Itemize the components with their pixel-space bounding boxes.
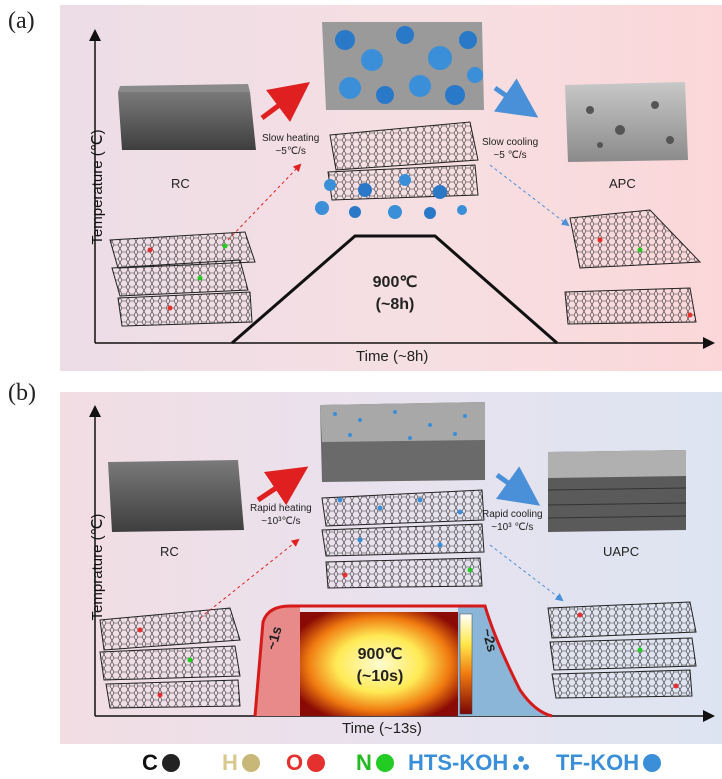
panel-b-activated-foam [320, 402, 485, 482]
panel-a-cooling-rate: Slow cooling~5 ℃/s [482, 137, 539, 161]
panel-a-activated-foam [322, 22, 484, 110]
panel-a-plateau-label: 900℃(~8h) [372, 274, 418, 313]
panel-a-heating-arrow [260, 82, 310, 122]
panel-b-heating-region [255, 606, 300, 716]
panel-b-uapc-block [547, 450, 687, 532]
panel-a-heating-dashed [227, 163, 302, 241]
panel-b-graphene-left [99, 607, 241, 709]
legend-oxygen: O [286, 750, 326, 776]
thermal-image [300, 612, 458, 716]
panel-a-graphene-right [564, 209, 702, 325]
legend-hts-koh: HTS-KOH [408, 750, 530, 776]
panel-a-cooling-dashed [489, 164, 570, 227]
panel-b-rc-block [108, 460, 244, 532]
thermal-colorbar [459, 613, 473, 715]
hydrogen-dot-icon [241, 754, 260, 772]
panel-b-heating-arrow [256, 466, 309, 506]
legend-nitrogen: N [356, 750, 394, 776]
tf-koh-dot-icon [643, 754, 662, 772]
panel-b-heating-dashed [199, 538, 300, 619]
panel-b-y-axis-label: Temprature (℃) [89, 513, 106, 621]
panel-a-rc-block [118, 84, 256, 150]
panel-a-rc-label: RC [171, 176, 190, 191]
panel-b-rc-label: RC [160, 544, 179, 559]
panel-b-plateau-label: 900℃(~10s) [356, 646, 404, 685]
panel-a-axes [89, 29, 715, 349]
carbon-dot-icon [161, 754, 180, 772]
panel-a-y-axis-label: Temperature (℃) [89, 129, 106, 245]
panel-b-uapc-label: UAPC [603, 544, 640, 559]
nitrogen-dot-icon [375, 754, 394, 772]
panel-b-graphene-center [321, 489, 485, 589]
panel-a-apc-label: APC [609, 176, 636, 191]
panel-b-cooling-arrow [495, 466, 541, 506]
panel-a-graphene-left [109, 231, 256, 327]
panel-b-heating-rate: Rapid heating~10³℃/s [250, 503, 312, 527]
legend-tf-koh: TF-KOH [556, 750, 662, 776]
panel-a-x-axis-label: Time (~8h) [356, 348, 429, 365]
legend-carbon: C [142, 750, 180, 776]
panel-a-label: (a) [8, 8, 35, 34]
panel-a-graphene-center [315, 121, 479, 219]
oxygen-dot-icon [307, 754, 326, 772]
legend: C H O N HTS-KOH TF-KOH [0, 750, 722, 776]
legend-hydrogen: H [222, 750, 260, 776]
panel-b-x-axis-label: Time (~13s) [342, 720, 422, 737]
panel-a-apc-block [565, 82, 688, 162]
panel-b-cooling-dashed [489, 544, 564, 602]
panel-a-heating-rate: Slow heating~5℃/s [262, 133, 320, 157]
panel-a-cooling-arrow [493, 78, 539, 118]
panel-b-graphene-right [547, 601, 697, 699]
panel-b-temperature-profile [253, 604, 553, 718]
panel-b-label: (b) [8, 380, 36, 406]
panel-a-temperature-profile [231, 234, 558, 345]
hts-koh-particles-icon [512, 754, 530, 772]
panel-b-cooling-rate: Rapid cooling~10³ ℃/s [482, 509, 543, 533]
